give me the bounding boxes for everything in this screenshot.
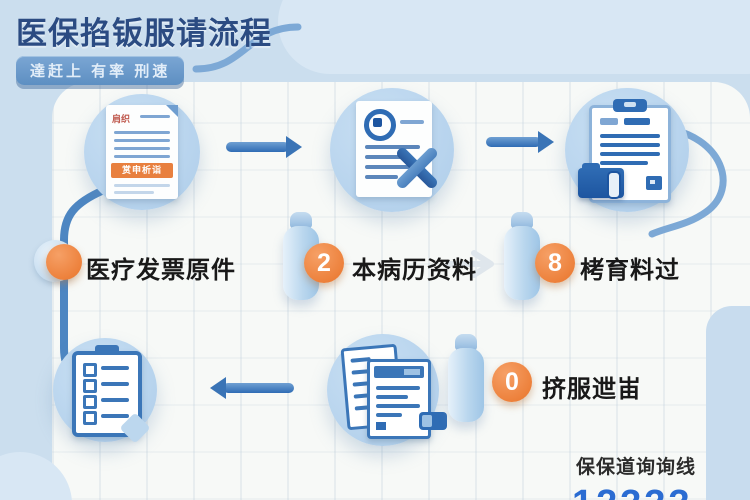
capsule-cap: [290, 212, 312, 228]
page-fold-icon: [166, 105, 178, 117]
doc-line: [600, 134, 660, 138]
doc-chip: [624, 118, 650, 125]
doc-line: [600, 143, 660, 147]
hotline-label: 保保道询询线: [576, 457, 697, 478]
arrow-shaft: [226, 142, 289, 152]
doc-line: [114, 147, 170, 150]
doc-line: [114, 191, 154, 194]
review-document-cross-icon: [356, 101, 440, 197]
arrow-head: [538, 131, 554, 153]
stamp-circle-icon: [364, 109, 396, 141]
step3-label: 栲育料过: [580, 257, 680, 284]
doc-line: [376, 386, 420, 390]
clipboard-clip: [613, 99, 647, 112]
arrow-shaft: [486, 137, 541, 147]
stamp-icon: [419, 412, 447, 430]
step4-number-badge: 0: [492, 362, 532, 402]
step2-number-badge: 2: [304, 243, 344, 283]
flow-node-checklist: [53, 338, 157, 444]
flow-node-review: [330, 88, 454, 212]
doc-line: [600, 161, 648, 165]
checklist-icon: [72, 345, 151, 444]
folder-icon: [578, 163, 624, 199]
folder-paper: [607, 171, 621, 199]
doc-line: [365, 155, 406, 159]
doc-square: [376, 422, 386, 430]
step1-number-badge: [46, 244, 82, 280]
doc-line: [114, 131, 170, 134]
clipboard-clip: [95, 345, 119, 355]
doc-line: [376, 404, 420, 408]
capsule-decoration: [448, 334, 484, 422]
arrow-right-icon: [226, 136, 302, 158]
arrow-right-light-icon: [445, 250, 494, 278]
capsule-cap: [511, 212, 533, 228]
doc-line: [600, 152, 660, 156]
page-title: 医保掐钣服请流程: [16, 16, 272, 51]
arrow-right-icon: [486, 131, 554, 153]
hotline-number: 12333: [572, 483, 693, 500]
doc-line: [400, 120, 424, 124]
folder-tab: [582, 163, 600, 169]
invoice-corner-text: 肩织: [112, 114, 131, 124]
capsule-cap: [455, 334, 477, 350]
doc-chip: [600, 118, 618, 125]
doc-line: [140, 115, 170, 118]
capsule-decoration: [504, 212, 540, 300]
arrow-head: [210, 377, 226, 399]
flow-node-clipboard: [565, 88, 689, 212]
doc-line: [376, 413, 402, 417]
doc-line: [114, 184, 170, 187]
capsule-body: [448, 348, 484, 422]
flow-node-receipts: [327, 334, 447, 446]
doc-line: [114, 139, 170, 142]
flow-node-invoice: 肩织 赏申析诣: [84, 94, 200, 210]
stamp-dot: [373, 118, 382, 127]
capsule-body: [504, 226, 540, 300]
step1-label: 医疗发票原件: [86, 257, 236, 284]
cross-x-icon: [390, 141, 444, 195]
arrow-head: [286, 136, 302, 158]
step4-label: 挤服迣峀: [542, 376, 642, 403]
doc-line: [365, 175, 398, 179]
doc-line: [114, 155, 170, 158]
qr-code-icon: [646, 176, 662, 190]
doc-line: [365, 165, 420, 169]
step2-label: 本病历资料: [352, 257, 477, 284]
arrow-shaft: [223, 383, 294, 393]
arrow-left-icon: [210, 377, 294, 399]
step3-number-badge: 8: [535, 243, 575, 283]
subtitle-badge: 達赶上 有率 刑速: [16, 56, 185, 85]
doc-line: [365, 145, 420, 149]
top-right-blob-decoration: [278, 0, 750, 74]
doc-line: [376, 395, 408, 399]
invoice-banner-text: 赏申析诣: [111, 163, 173, 178]
invoice-document-icon: 肩织 赏申析诣: [106, 105, 178, 199]
clipboard-folder-icon: [578, 99, 671, 203]
receipt-header: [374, 366, 424, 378]
right-edge-strip-decoration: [706, 306, 750, 500]
